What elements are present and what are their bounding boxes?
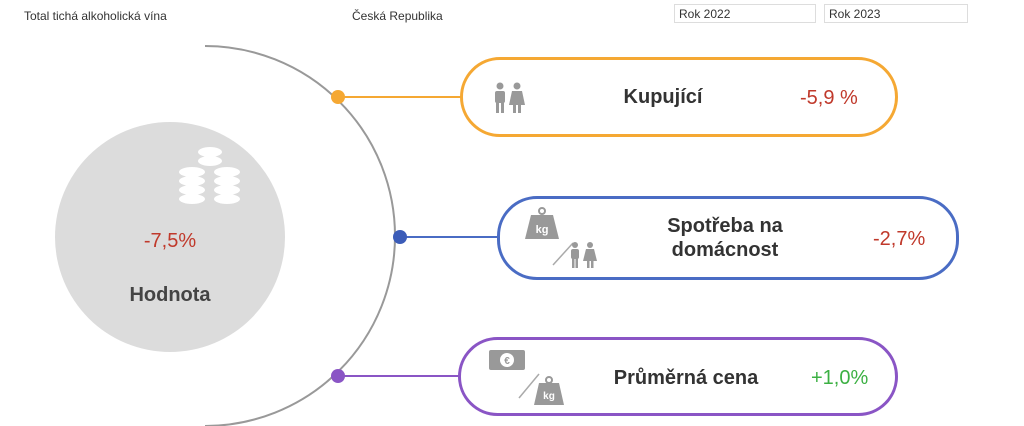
buyers-value: -5,9 % (800, 87, 858, 109)
consumption-label-line2: domácnost (671, 239, 779, 261)
price-label: Průměrná cena (613, 367, 759, 389)
country-label: Česká Republika (352, 9, 443, 23)
value-label: Hodnota (129, 284, 211, 306)
value-change: -7,5% (143, 230, 197, 252)
value-circle: -7,5% Hodnota (55, 122, 285, 352)
category-label: Total tichá alkoholická vína (24, 9, 167, 23)
price-per-kg-icon: € kg (489, 350, 564, 405)
consumption-value: -2,7% (873, 228, 926, 250)
dot-consumption (393, 230, 407, 244)
buyers-card: Kupující -5,9 % (460, 57, 898, 137)
svg-text:€: € (504, 356, 510, 367)
price-value: +1,0% (811, 367, 869, 389)
weight-per-household-icon: kg (525, 207, 597, 268)
svg-text:kg: kg (543, 391, 555, 402)
consumption-label-line1: Spotřeba na (667, 215, 783, 237)
buyers-label: Kupující (623, 86, 703, 108)
consumption-label: Spotřeba na domácnost (630, 214, 820, 262)
price-card: € kg Průměrná cena +1,0% (458, 337, 898, 416)
year-to-field[interactable]: Rok 2023 (824, 4, 968, 23)
people-icon (495, 82, 525, 113)
consumption-card: kg Spotřeba na domácnost -2,7% (497, 196, 959, 280)
year-from-field[interactable]: Rok 2022 (674, 4, 816, 23)
svg-text:kg: kg (536, 224, 549, 236)
dot-price (331, 369, 345, 383)
dot-buyers (331, 90, 345, 104)
coins-icon (179, 147, 240, 204)
